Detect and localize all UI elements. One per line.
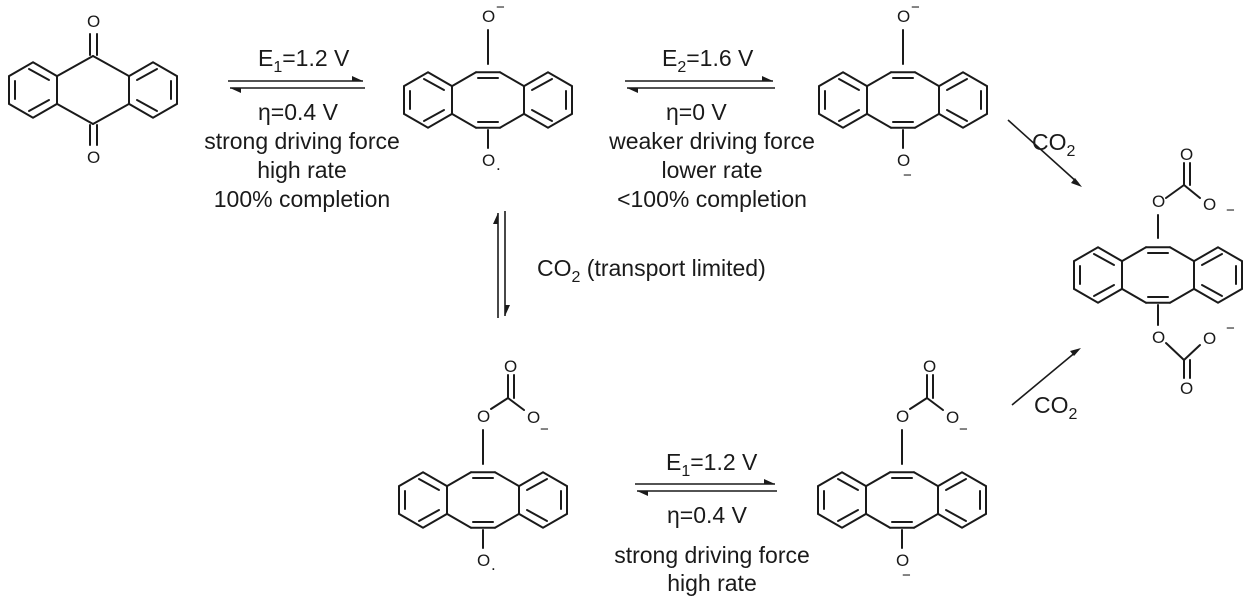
label-group-top-right: E2=1.6 V η=0 V weaker driving force lowe…: [608, 45, 815, 212]
driving-force-label: weaker driving force: [608, 128, 815, 154]
molecule-radical-anion: O − O .: [403, 0, 573, 174]
charge-minus: −: [496, 0, 505, 16]
rate-label: high rate: [257, 157, 347, 183]
oxygen-label: O: [1180, 379, 1193, 398]
oxygen-label: O: [1203, 329, 1216, 348]
oxygen-label: O: [87, 12, 100, 31]
molecule-dianion: O − O −: [818, 0, 988, 184]
completion-label: <100% completion: [617, 186, 807, 212]
overpotential-label: η=0 V: [666, 99, 727, 125]
molecule-carbonate-anion: O O − O O −: [817, 357, 987, 584]
radical-dot: .: [496, 155, 501, 174]
molecule-carbonate-radical: O O . O O −: [398, 357, 568, 574]
driving-force-label: strong driving force: [614, 542, 810, 568]
potential-label: E1=1.2 V: [666, 449, 758, 480]
oxygen-label: O: [923, 357, 936, 376]
charge-minus: −: [903, 167, 912, 184]
oxygen-label: O: [482, 151, 495, 170]
completion-label: 100% completion: [214, 186, 390, 212]
oxygen-label: O: [1180, 145, 1193, 164]
oxygen-label: O: [1152, 328, 1165, 347]
potential-label: E2=1.6 V: [662, 45, 754, 76]
charge-minus: −: [902, 567, 911, 584]
radical-dot: .: [491, 555, 496, 574]
oxygen-label: O: [897, 151, 910, 170]
oxygen-label: O: [1152, 192, 1165, 211]
charge-minus: −: [1226, 320, 1235, 337]
oxygen-label: O: [897, 7, 910, 26]
rate-label: lower rate: [662, 157, 763, 183]
charge-minus: −: [911, 0, 920, 16]
co2-label-bottom: CO2: [1034, 392, 1078, 423]
equilibrium-arrow-vertical: [493, 211, 510, 318]
charge-minus: −: [540, 421, 549, 438]
oxygen-label: O: [482, 7, 495, 26]
oxygen-label: O: [896, 551, 909, 570]
rate-label: high rate: [667, 570, 757, 596]
label-group-bottom: E1=1.2 V η=0.4 V strong driving force hi…: [614, 449, 810, 596]
oxygen-label: O: [1203, 195, 1216, 214]
overpotential-label: η=0.4 V: [258, 99, 339, 125]
oxygen-label: O: [504, 357, 517, 376]
oxygen-label: O: [896, 407, 909, 426]
potential-label: E1=1.2 V: [258, 45, 350, 76]
equilibrium-arrow-top-right: [625, 76, 775, 93]
charge-minus: −: [959, 421, 968, 438]
equilibrium-arrow-bottom: [635, 479, 777, 496]
molecule-anthraquinone: O O: [8, 12, 178, 167]
oxygen-label: O: [87, 148, 100, 167]
arrow-to-product-top: [1007, 119, 1082, 187]
molecule-bis-carbonate: O O O O − O − O: [1073, 145, 1243, 398]
oxygen-label: O: [946, 408, 959, 427]
oxygen-label: O: [477, 551, 490, 570]
oxygen-label: O: [527, 408, 540, 427]
co2-label-top: CO2: [1032, 129, 1076, 160]
driving-force-label: strong driving force: [204, 128, 400, 154]
charge-minus: −: [1226, 202, 1235, 219]
vertical-step-label: CO2 (transport limited): [537, 255, 766, 286]
overpotential-label: η=0.4 V: [667, 502, 748, 528]
arrow-to-product-bottom: [1011, 348, 1081, 406]
label-group-top-left: E1=1.2 V η=0.4 V strong driving force hi…: [204, 45, 400, 212]
oxygen-label: O: [477, 407, 490, 426]
equilibrium-arrow-top-left: [228, 76, 365, 93]
